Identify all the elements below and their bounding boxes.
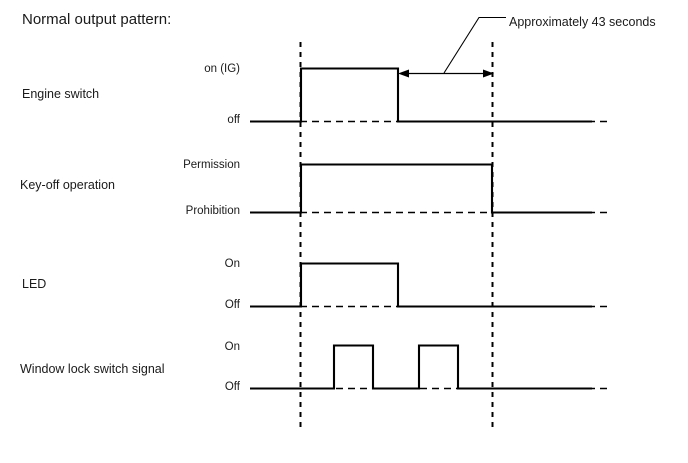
level-label-window-lock-off: Off bbox=[224, 381, 240, 393]
callout-leader-line bbox=[443, 16, 506, 74]
level-label-engine-switch-off: off bbox=[227, 114, 240, 126]
row-label-engine-switch: Engine switch bbox=[22, 87, 100, 101]
waveform-engine-switch bbox=[250, 67, 610, 123]
led-trace bbox=[250, 262, 592, 308]
waveform-window-lock-switch-signal bbox=[250, 344, 610, 390]
callout-label-approximate-duration: Approximately 43 seconds bbox=[509, 15, 656, 29]
duration-arrow bbox=[398, 69, 494, 78]
duration-arrowhead-right bbox=[483, 69, 494, 78]
level-label-engine-switch-on: on (IG) bbox=[204, 63, 240, 75]
page-title: Normal output pattern: bbox=[22, 11, 172, 28]
row-label-led: LED bbox=[22, 277, 47, 291]
row-label-key-off-operation: Key-off operation bbox=[20, 178, 115, 192]
engine-switch-trace bbox=[250, 67, 592, 123]
level-label-key-off-prohibition: Prohibition bbox=[185, 205, 240, 217]
callout-leader bbox=[443, 16, 506, 74]
waveform-led bbox=[250, 262, 610, 308]
level-label-key-off-permission: Permission bbox=[183, 159, 240, 171]
key-off-trace bbox=[250, 163, 592, 214]
row-label-window-lock-switch-signal: Window lock switch signal bbox=[20, 362, 165, 376]
level-label-led-off: Off bbox=[224, 299, 240, 311]
waveform-key-off-operation bbox=[250, 163, 610, 214]
level-label-led-on: On bbox=[224, 258, 240, 270]
duration-arrowhead-left bbox=[398, 69, 409, 78]
time-marker-lines bbox=[299, 42, 494, 431]
level-label-window-lock-on: On bbox=[224, 341, 240, 353]
window-lock-trace bbox=[250, 344, 592, 390]
